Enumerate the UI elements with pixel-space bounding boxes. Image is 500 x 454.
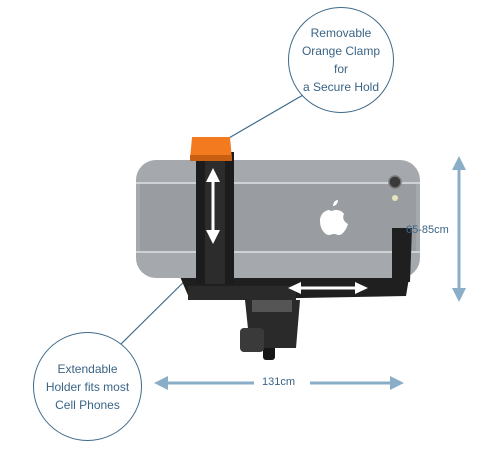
stick-joint	[252, 300, 292, 312]
orange-clamp	[190, 137, 232, 160]
clamp-callout-line3: a Secure Hold	[302, 80, 380, 94]
post-arrow-down-head	[206, 230, 220, 244]
holder-callout: Extendable Holder fits most Cell Phones	[33, 332, 142, 441]
phone-flash	[392, 195, 398, 201]
clamp-callout: Removable Orange Clamp for a Secure Hold	[288, 7, 394, 113]
apple-logo-icon	[320, 200, 348, 235]
length-arrow-right-head	[390, 376, 404, 390]
stick-knob	[240, 328, 264, 352]
holder-callout-line1: Extendable	[57, 361, 118, 376]
orange-clamp-lip	[190, 155, 232, 161]
post-arrow-up-head	[206, 168, 220, 182]
clamp-callout-line2: Orange Clamp for	[301, 44, 381, 76]
holder-base-front	[188, 286, 296, 300]
base-arrow-left-head	[288, 282, 301, 294]
base-arrow-right-head	[355, 282, 368, 294]
holder-right-bracket	[392, 228, 412, 282]
phone-band	[140, 182, 416, 252]
holder-callout-line2: Holder fits most	[45, 379, 130, 394]
length-label: 131cm	[262, 376, 296, 388]
clamp-callout-line1: Removable	[310, 26, 372, 40]
length-arrow-left-head	[154, 376, 168, 390]
height-range-label: 65-85cm	[406, 224, 449, 236]
phone-camera	[388, 175, 402, 189]
holder-callout-line3: Cell Phones	[55, 397, 120, 412]
height-arrow-down-head	[452, 288, 466, 302]
holder-post-inner	[205, 152, 225, 284]
clamp-leader-line	[221, 94, 304, 143]
height-arrow-up-head	[452, 156, 466, 170]
